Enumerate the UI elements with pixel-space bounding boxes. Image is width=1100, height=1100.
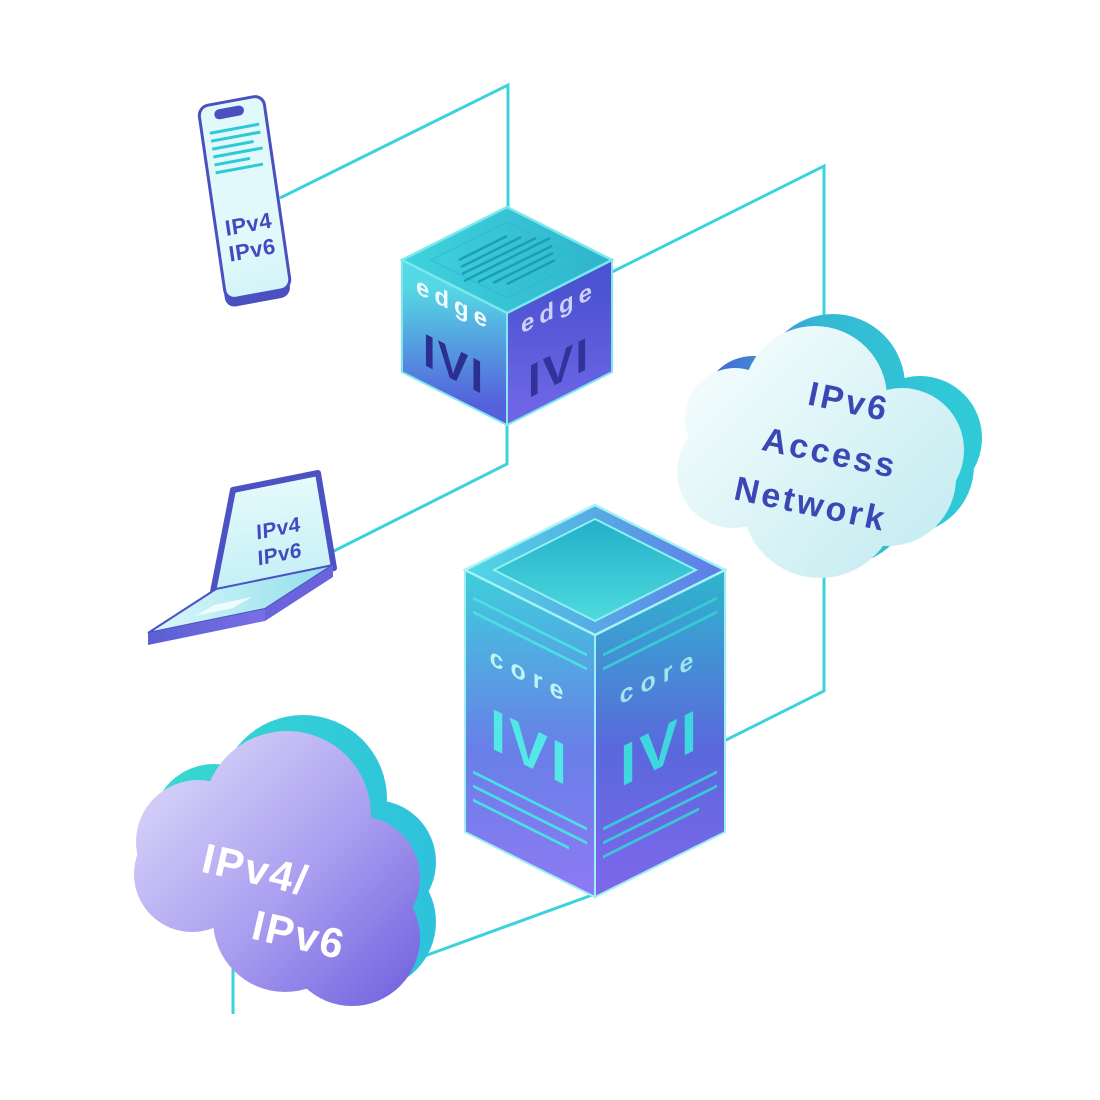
ipv6-access-cloud: IPv6 Access Network	[677, 314, 982, 578]
smartphone: IPv4 IPv6	[197, 95, 292, 307]
laptop-screen	[210, 470, 337, 595]
laptop-base-front	[148, 609, 265, 645]
connector-core-to-ipv46-cloud	[407, 892, 596, 964]
laptop: IPv4 IPv6	[147, 470, 337, 645]
ipv6-cloud-front	[677, 326, 964, 578]
phone-screen-lines	[209, 122, 264, 175]
core-right-stripes-bottom	[603, 770, 717, 859]
edge-router-cube: edge IVI edge IVI	[399, 205, 615, 427]
ipv4-ipv6-cloud: IPv4/ IPv6	[134, 715, 436, 1006]
core-right-stripes-top	[603, 596, 717, 671]
edge-cube-top-inset	[429, 221, 585, 299]
core-top-inset	[491, 517, 699, 623]
edge-cube-vent-lines	[458, 234, 556, 286]
connector-edge-to-laptop	[329, 420, 509, 555]
phone-speaker-bar	[214, 105, 244, 120]
laptop-base-side	[265, 565, 333, 621]
core-router-tower: core IVI core IVI	[462, 503, 728, 899]
ipv46-cloud-front	[134, 731, 420, 1006]
core-left-stripes-top	[473, 596, 587, 671]
laptop-trackpad	[195, 597, 252, 616]
core-left-stripes-bottom	[473, 770, 587, 850]
connector-phone-to-edge	[279, 82, 510, 212]
